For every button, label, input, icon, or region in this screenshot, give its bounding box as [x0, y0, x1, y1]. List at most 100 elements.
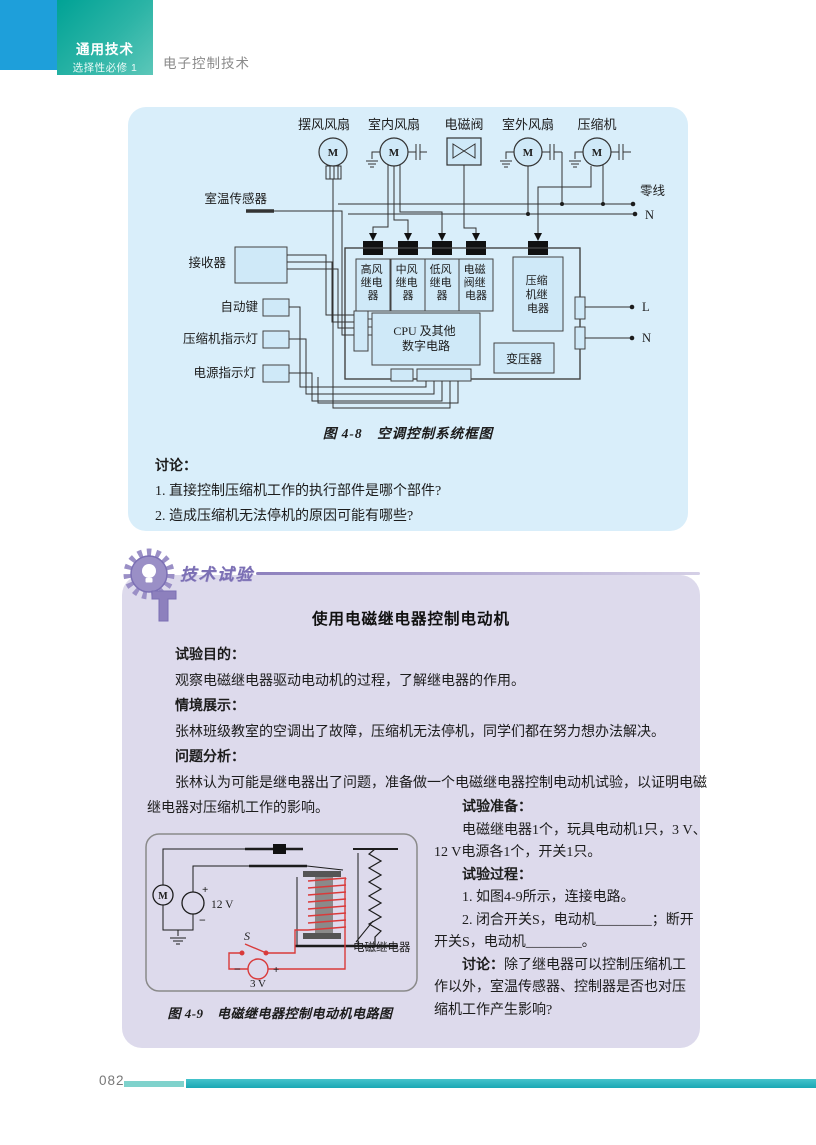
v12-minus: − — [199, 913, 206, 927]
power-lamp-box — [262, 364, 290, 383]
svg-text:电磁 阀继 电器: 电磁 阀继 电器 — [464, 263, 489, 302]
relay-core — [315, 877, 333, 933]
svg-text:M: M — [592, 147, 603, 159]
auto-key-label: 自动键 — [220, 300, 258, 314]
t-mark — [151, 590, 177, 622]
indoor-fan-motor: M — [366, 137, 427, 168]
experiment-gear-icon — [116, 546, 188, 624]
prep-line1: 电磁继电器1个，玩具电动机1只，3 V、 — [462, 822, 707, 838]
bus-terminal-dot — [632, 211, 638, 217]
experiment-badge: 技术试验 — [180, 565, 254, 584]
experiment-discussion-line3: 缩机工作产生影响? — [434, 1002, 553, 1018]
relay-boxes: 高风 继电 器 中风 继电 器 低风 继电 器 电磁 — [355, 256, 564, 332]
swing-fan-motor: M — [318, 137, 348, 180]
prep-label: 试验准备： — [462, 800, 532, 815]
procedure-step2-line2: 开关S，电动机________。 — [434, 935, 596, 950]
svg-text:高风 继电 器: 高风 继电 器 — [361, 262, 386, 302]
connector-arrows — [369, 233, 542, 241]
experiment-discussion-line1: 讨论：除了继电器可以控制压缩机工 — [462, 957, 686, 973]
motor-lead-wires — [372, 152, 604, 233]
experiment-discussion-line2: 作以外，室温传感器、控制器是否也对压 — [434, 980, 686, 995]
analysis-text-line1: 张林认为可能是继电器出了问题，准备做一个电磁继电器控制电动机试验，以证明电磁 — [175, 775, 707, 791]
experiment-body: 试验目的： 观察电磁继电器驱动电动机的过程，了解继电器的作用。 情境展示： 张林… — [147, 643, 707, 822]
junction-dot — [560, 202, 564, 206]
svg-text:M: M — [389, 147, 400, 159]
bulb-icon — [142, 564, 156, 578]
figure-4-8-panel: 摆风风扇 室内风扇 电磁阀 室外风扇 压缩机 M M — [128, 107, 688, 531]
l-terminal-label: L — [642, 300, 650, 314]
core-top-plate — [303, 871, 341, 877]
experiment-discussion-label: 讨论： — [462, 957, 504, 973]
scenario-label: 情境展示： — [175, 699, 245, 714]
header-blue-block — [0, 0, 57, 70]
figure-4-8-caption: 图 4-8 空调控制系统框图 — [322, 426, 494, 441]
svg-text:中风 继电 器: 中风 继电 器 — [396, 263, 421, 302]
figure-4-9-caption: 图 4-9 电磁继电器控制电动机电路图 — [167, 1006, 393, 1021]
motor-circuit — [152, 847, 398, 948]
procedure-label: 试验过程： — [462, 867, 532, 883]
prep-line2: 12 V电源各1个，开关1只。 — [434, 845, 602, 860]
figure-4-8-discussion: 讨论： 1. 直接控制压缩机工作的执行部件是哪个部件? 2. 造成压缩机无法停机… — [155, 454, 688, 529]
figure-4-9-border — [145, 833, 418, 992]
bulb-base — [145, 578, 153, 583]
switch-s-label: S — [244, 929, 250, 943]
compressor-lamp-box — [262, 330, 290, 349]
outdoor-fan-label: 室外风扇 — [502, 117, 554, 132]
badge-underline — [256, 572, 700, 575]
bus-terminal-dot — [630, 201, 636, 207]
room-sensor-label: 室温传感器 — [204, 191, 267, 206]
procedure-step1: 1. 如图4-9所示，连接电路。 — [462, 890, 635, 905]
junction-dot — [601, 202, 605, 206]
solenoid-valve-label: 电磁阀 — [444, 117, 483, 132]
board-bottom-connector — [390, 368, 414, 382]
neutral-wire-label: 零线 — [640, 184, 666, 198]
svg-text:压缩 机继 电器: 压缩 机继 电器 — [526, 274, 551, 315]
footer-bar-light — [124, 1081, 184, 1087]
header-course-block: 通用技术 选择性必修 1 — [57, 0, 153, 75]
discussion-question-2: 2. 造成压缩机无法停机的原因可能有哪些? — [155, 509, 414, 524]
cpu-box — [371, 312, 481, 366]
power-lamp-label: 电源指示灯 — [193, 365, 256, 380]
board-left-connector — [353, 310, 369, 352]
board-bottom-connector — [416, 368, 472, 382]
l-terminal-connector — [574, 296, 586, 320]
auto-key-box — [262, 298, 290, 317]
scenario-text: 张林班级教室的空调出了故障，压缩机无法停机，同学们都在努力想办法解决。 — [175, 724, 665, 740]
outdoor-fan-motor: M — [500, 137, 562, 168]
receiver-label: 接收器 — [188, 255, 226, 270]
gear-teeth — [123, 548, 175, 600]
v3-plus: + — [273, 964, 279, 976]
footer-bar — [186, 1079, 816, 1088]
neutral-bus-wires — [338, 203, 635, 215]
page-number: 082 — [99, 1073, 125, 1088]
procedure-step2-line1: 2. 闭合开关S，电动机________；断开 — [462, 912, 694, 928]
svg-text:M: M — [328, 147, 339, 159]
ac-control-system-diagram: 摆风风扇 室内风扇 电磁阀 室外风扇 压缩机 M M — [183, 117, 666, 409]
n-terminal-label: N — [642, 331, 651, 345]
chapter-subject: 电子控制技术 — [163, 56, 250, 71]
svg-text:M: M — [523, 147, 534, 159]
l-terminal-dot — [629, 304, 635, 310]
control-circuit-red — [228, 877, 347, 980]
relay-callout-label: 电磁继电器 — [353, 940, 411, 954]
module-subtitle: 选择性必修 1 — [72, 62, 138, 74]
discussion-label: 讨论： — [155, 459, 197, 474]
indoor-fan-label: 室内风扇 — [368, 117, 420, 132]
v12-label: 12 V — [211, 899, 234, 911]
n-terminal-connector — [574, 326, 586, 350]
course-title: 通用技术 — [76, 42, 134, 57]
signal-wire-bundle — [274, 179, 459, 409]
compressor-motor: M — [569, 137, 631, 168]
purpose-text: 观察电磁继电器驱动电动机的过程，了解继电器的作用。 — [175, 673, 525, 689]
svg-text:低风 继电 器: 低风 继电 器 — [430, 263, 455, 302]
n-terminal-dot — [629, 335, 635, 341]
junction-dot — [526, 212, 530, 216]
transformer-box — [493, 342, 555, 374]
purpose-label: 试验目的： — [175, 648, 245, 663]
cpu-link-wires — [368, 318, 372, 336]
v3-minus: − — [234, 962, 241, 976]
experiment-right-column: 试验准备： 电磁继电器1个，玩具电动机1只，3 V、 12 V电源各1个，开关1… — [434, 797, 707, 1022]
discussion-question-1: 1. 直接控制压缩机工作的执行部件是哪个部件? — [155, 484, 442, 499]
receiver-box — [234, 246, 288, 284]
